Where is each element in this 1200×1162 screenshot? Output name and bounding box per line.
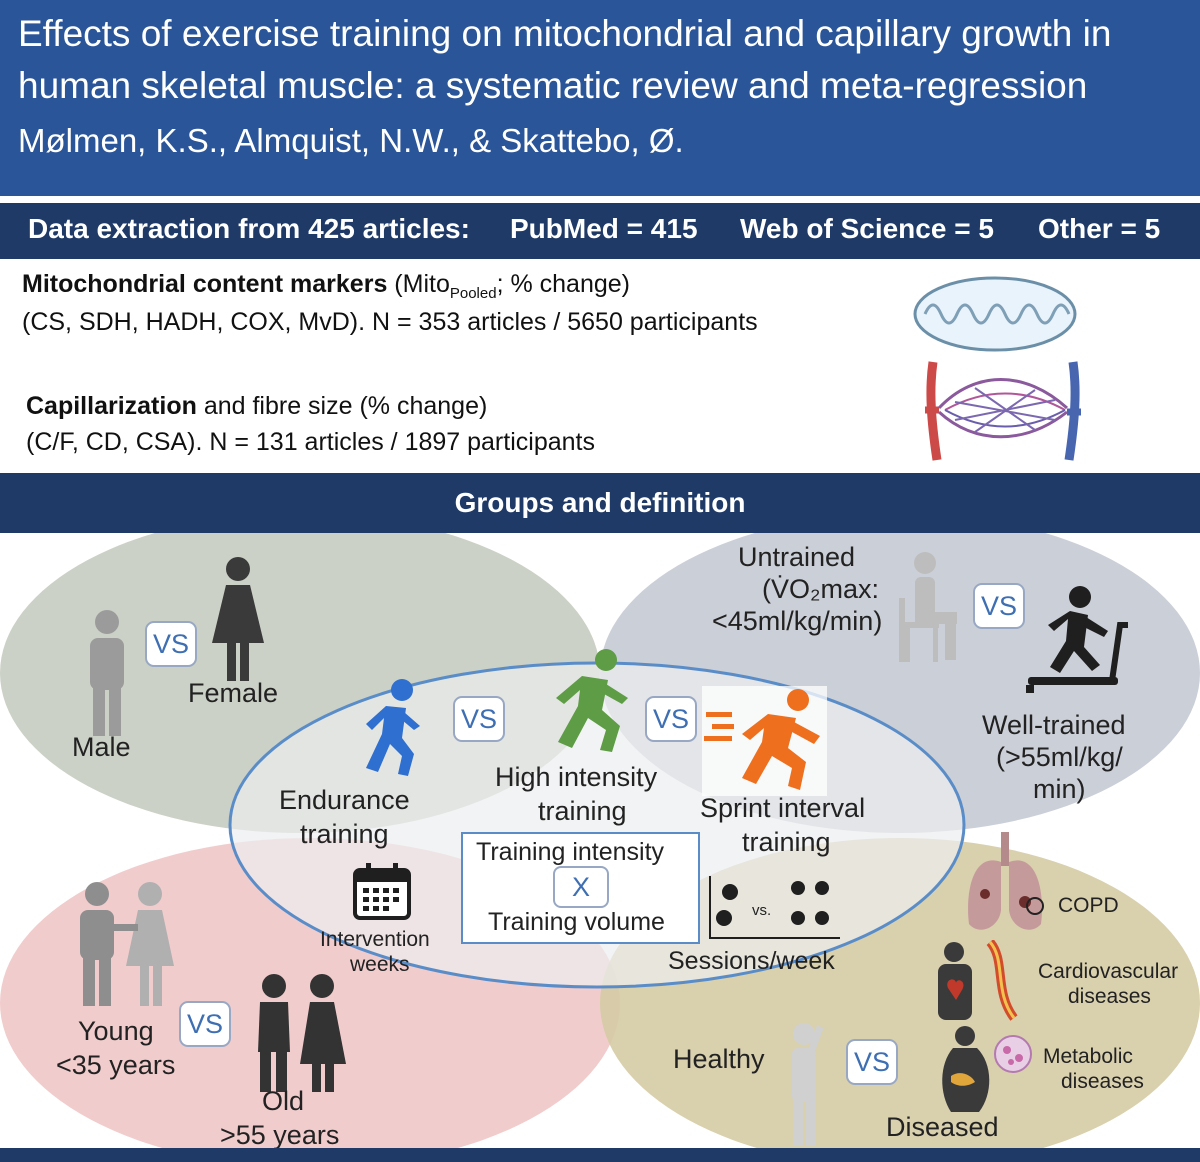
- treadmill-runner-icon: [1026, 586, 1128, 693]
- interaction-x-badge: X: [553, 866, 609, 908]
- copd-label: COPD: [1058, 894, 1119, 917]
- extraction-wos: Web of Science = 5: [740, 213, 994, 244]
- metabolic-label-1: Metabolic: [1043, 1045, 1133, 1068]
- capillary-bed-icon: [925, 361, 1081, 461]
- untrained-label: Untrained: [738, 542, 856, 572]
- groups-title: Groups and definition: [454, 487, 746, 518]
- extraction-other: Other = 5: [1038, 213, 1161, 244]
- metabolic-label-2: diseases: [1061, 1070, 1144, 1093]
- mito-heading: Mitochondrial content markers (MitoPoole…: [22, 270, 630, 302]
- extraction-total: Data extraction from 425 articles:: [28, 213, 470, 244]
- young-couple-icon: [80, 882, 174, 1006]
- calendar-icon: [353, 863, 411, 920]
- sessions-week-label: Sessions/week: [668, 947, 835, 975]
- old-age-label: >55 years: [220, 1120, 340, 1150]
- mitochondrion-icon: [913, 276, 1077, 352]
- training-volume-label: Training volume: [488, 908, 665, 936]
- mito-paren-open: (Mito: [387, 270, 450, 298]
- vs-badge-fitness: VS: [973, 583, 1025, 629]
- healthy-person-icon: [792, 1023, 824, 1146]
- intervention-label-2: weeks: [350, 953, 410, 976]
- mito-details: (CS, SDH, HADH, COX, MvD). N = 353 artic…: [22, 308, 758, 336]
- hit-label-2: training: [538, 796, 627, 826]
- mito-subscript: Pooled: [449, 285, 497, 302]
- title-banner: Effects of exercise training on mitochon…: [0, 0, 1200, 196]
- mito-capillary-illustration: [913, 276, 1081, 461]
- cap-rest: and fibre size (% change): [196, 392, 488, 420]
- vs-badge-age: VS: [179, 1001, 231, 1047]
- well-trained-threshold-label: (>55ml/kg/: [996, 742, 1123, 772]
- extraction-pubmed: PubMed = 415: [510, 213, 698, 244]
- cvd-label-1: Cardiovascular: [1038, 960, 1179, 983]
- groups-header-bar: Groups and definition: [0, 473, 1200, 533]
- footer-bar: [0, 1148, 1200, 1162]
- author-list: Mølmen, K.S., Almquist, N.W., & Skattebo…: [18, 122, 684, 159]
- high-intensity-runner-icon: [556, 649, 628, 752]
- young-age-label: <35 years: [56, 1050, 176, 1080]
- cap-heading: Capillarization and fibre size (% change…: [26, 392, 487, 421]
- training-intensity-label: Training intensity: [476, 838, 665, 866]
- untrained-vo2-label: (V̇O₂max:: [762, 574, 879, 604]
- data-extraction-bar: Data extraction from 425 articles: PubMe…: [0, 203, 1200, 259]
- female-figure-icon: [212, 557, 264, 681]
- diseased-label: Diseased: [886, 1112, 999, 1142]
- cap-details: (C/F, CD, CSA). N = 131 articles / 1897 …: [26, 428, 595, 456]
- mito-paren-rest: ; % change): [496, 270, 630, 298]
- male-label: Male: [72, 732, 131, 762]
- mito-bold: Mitochondrial content markers: [22, 270, 388, 298]
- vs-badge-health: VS: [846, 1039, 898, 1085]
- female-label: Female: [188, 678, 279, 708]
- old-label: Old: [262, 1086, 305, 1116]
- untrained-threshold-label: <45ml/kg/min): [712, 606, 883, 636]
- vs-badge-endurance-hit: VS: [453, 696, 505, 742]
- intervention-label-1: Intervention: [320, 928, 430, 951]
- male-figure-icon: [90, 610, 124, 736]
- endurance-runner-icon: [366, 679, 420, 776]
- poster-title: Effects of exercise training on mitochon…: [18, 13, 1112, 106]
- young-label: Young: [78, 1016, 154, 1046]
- sessions-per-week-chart-icon: [709, 876, 840, 939]
- healthy-label: Healthy: [673, 1044, 765, 1074]
- cardiovascular-icon: [938, 940, 1018, 1021]
- vs-badge-hit-sit: VS: [645, 696, 697, 742]
- hit-label-1: High intensity: [495, 762, 658, 792]
- sit-label-2: training: [742, 827, 831, 857]
- sit-label-1: Sprint interval: [700, 793, 866, 823]
- vs-badge-sex: VS: [145, 621, 197, 667]
- metabolic-disease-icon: [942, 1026, 1032, 1112]
- well-trained-label: Well-trained: [982, 710, 1126, 740]
- well-trained-unit-label: min): [1033, 774, 1086, 804]
- cap-bold: Capillarization: [26, 392, 197, 420]
- lungs-icon: [968, 832, 1044, 930]
- old-couple-icon: [258, 974, 346, 1092]
- cvd-label-2: diseases: [1068, 985, 1151, 1008]
- endurance-label-2: training: [300, 819, 389, 849]
- sprint-runner-icon: [702, 686, 827, 796]
- seated-person-icon: [899, 552, 957, 662]
- endurance-label-1: Endurance: [279, 785, 410, 815]
- sessions-vs-label: vs.: [752, 902, 772, 919]
